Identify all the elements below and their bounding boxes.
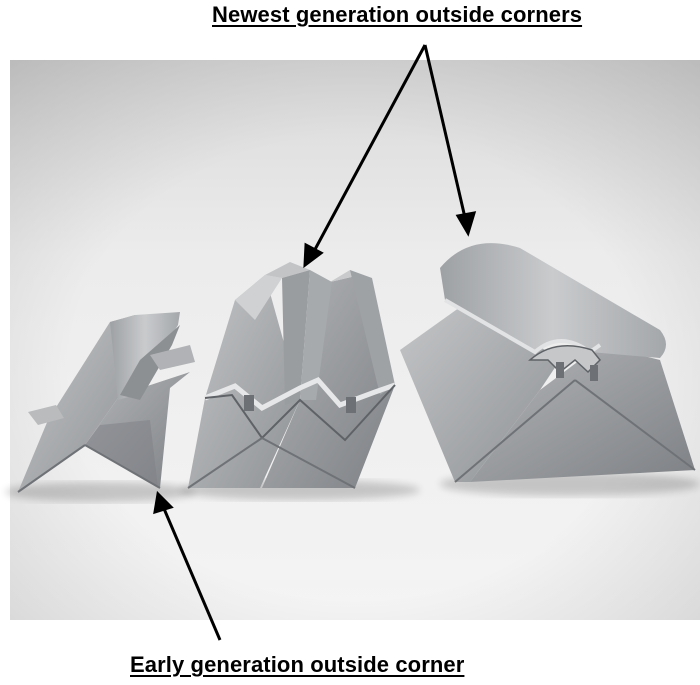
newest-corner-profile-middle (187, 262, 396, 489)
caption-newest-generation: Newest generation outside corners (212, 2, 583, 27)
newest-corner-profile-right (400, 243, 696, 483)
caption-early-generation: Early generation outside corner (130, 652, 465, 677)
arrow-to-left-corner (160, 503, 222, 641)
arrow-to-right-corner (423, 44, 468, 223)
early-corner-profile (17, 312, 195, 493)
arrow-to-middle-corner (310, 44, 427, 256)
arrows (153, 44, 477, 641)
